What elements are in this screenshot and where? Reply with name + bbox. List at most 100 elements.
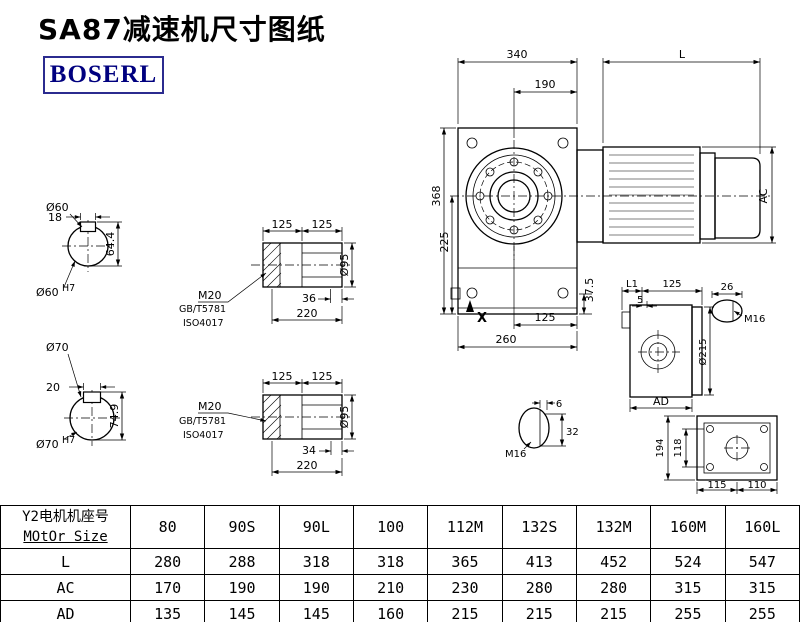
dim-label-125-bottom: 125 — [535, 311, 556, 324]
dim-label-37-5: 37.5 — [583, 278, 596, 303]
cell-AC-1: 190 — [204, 574, 280, 601]
col-header-160m: 160M — [650, 505, 726, 549]
table-row-AD: AD 135 145 145 160 215 215 215 255 255 — [0, 600, 800, 622]
col-header-132s: 132S — [501, 505, 577, 549]
cell-AD-5: 215 — [501, 600, 577, 622]
shaft-section-70: Ø70 20 74.9 Ø70 H7 — [36, 341, 126, 451]
dim-label-118: 118 — [673, 438, 684, 457]
main-front-view: 340 L 190 368 225 37.5 125 260 X AC — [430, 48, 776, 351]
dim-label-L: L — [679, 48, 686, 61]
dim-label-AC: AC — [757, 188, 770, 203]
dim-label-h1-125b: 125 — [312, 218, 333, 231]
cell-AD-7: 255 — [650, 600, 726, 622]
dim-label-h1-125a: 125 — [272, 218, 293, 231]
cell-AD-1: 145 — [204, 600, 280, 622]
bushing-detail: 6 32 M16 — [505, 399, 579, 460]
dim-label-190: 190 — [535, 78, 556, 91]
thread-label-side-m16: M16 — [744, 314, 765, 325]
cell-L-6: 452 — [575, 548, 652, 575]
dim-label-74-9: 74.9 — [108, 404, 121, 429]
cell-AC-4: 230 — [427, 574, 503, 601]
x-mark-label: X — [477, 311, 487, 326]
brand-logo: BOSERL — [43, 56, 164, 94]
dim-label-L1: L1 — [626, 279, 638, 290]
dim-label-368: 368 — [430, 186, 443, 207]
dim-label-h2-125b: 125 — [312, 370, 333, 383]
cell-AD-0: 135 — [129, 600, 206, 622]
dim-label-6: 6 — [556, 399, 562, 410]
dim-label-194: 194 — [655, 438, 666, 457]
dim-label-h1-36: 36 — [302, 292, 316, 305]
cell-AC-6: 280 — [575, 574, 652, 601]
hollow-shaft-detail-2: 125 125 M20 GB/T5781 ISO4017 34 220 Ø95 — [179, 370, 356, 476]
dim-label-d60h7: Ø60 — [36, 286, 59, 299]
thread-label-h1-m20: M20 — [198, 289, 222, 302]
dim-label-110: 110 — [747, 480, 766, 491]
cell-AC-2: 190 — [278, 574, 354, 601]
std-label-h1-iso: ISO4017 — [183, 318, 224, 329]
cell-L-1: 288 — [204, 548, 280, 575]
header-title-en: MOtOr Size — [23, 529, 108, 545]
col-header-112m: 112M — [427, 505, 503, 549]
rear-view: 194 118 115 110 — [655, 415, 778, 494]
dim-label-key18: 18 — [48, 211, 62, 224]
page-title: SA87减速机尺寸图纸 — [38, 13, 326, 46]
dim-label-AD: AD — [653, 395, 669, 408]
dim-label-5: 5 — [637, 295, 643, 306]
dim-label-d60: Ø60 — [46, 201, 69, 214]
dim-label-h1-220: 220 — [297, 307, 318, 320]
cell-AC-8: 315 — [724, 574, 800, 601]
cell-AD-8: 255 — [724, 600, 800, 622]
std-label-h2-iso: ISO4017 — [183, 430, 224, 441]
col-header-132m: 132M — [575, 505, 652, 549]
std-label-h2-gb: GB/T5781 — [179, 416, 226, 427]
dim-label-key20: 20 — [46, 381, 60, 394]
table-header-row: Y2电机机座号 MOtOr Size 80 90S 90L 100 112M 1… — [0, 505, 800, 549]
col-header-90l: 90L — [278, 505, 354, 549]
thread-label-h2-m20: M20 — [198, 400, 222, 413]
dim-label-h2-220: 220 — [297, 459, 318, 472]
cell-L-5: 413 — [501, 548, 577, 575]
cell-AC-7: 315 — [650, 574, 726, 601]
dim-label-115: 115 — [707, 480, 726, 491]
side-view: L1 125 5 26 M16 Ø215 AD — [621, 279, 765, 412]
cell-L-3: 318 — [352, 548, 429, 575]
cell-L-2: 318 — [278, 548, 354, 575]
technical-drawing: Ø60 18 64.4 Ø60 H7 Ø70 20 74.9 Ø70 H7 — [36, 48, 778, 494]
cell-L-0: 280 — [129, 548, 206, 575]
cell-L-8: 547 — [724, 548, 800, 575]
dim-label-side-125: 125 — [662, 279, 681, 290]
col-header-100: 100 — [352, 505, 429, 549]
col-header-90s: 90S — [204, 505, 280, 549]
cell-L-7: 524 — [650, 548, 726, 575]
dim-label-h2-d95: Ø95 — [338, 406, 351, 429]
dim-label-d215: Ø215 — [697, 339, 709, 366]
dim-label-260: 260 — [496, 333, 517, 346]
brand-text: BOSERL — [49, 61, 158, 88]
dim-label-225: 225 — [438, 232, 451, 253]
dim-label-32: 32 — [566, 427, 579, 438]
header-title-cn: Y2电机机座号 — [22, 509, 109, 525]
row-label-AD: AD — [0, 600, 131, 622]
dim-label-26: 26 — [721, 282, 734, 293]
dim-label-h2-125a: 125 — [272, 370, 293, 383]
col-header-160l: 160L — [724, 505, 800, 549]
cell-L-4: 365 — [427, 548, 503, 575]
dim-label-d70h7-tol: H7 — [62, 435, 75, 446]
dim-label-d60h7-tol: H7 — [62, 283, 75, 294]
hollow-shaft-detail-1: 125 125 M20 GB/T5781 ISO4017 36 220 Ø95 — [179, 218, 356, 329]
thread-label-bush-m16: M16 — [505, 449, 526, 460]
cell-AD-2: 145 — [278, 600, 354, 622]
row-label-AC: AC — [0, 574, 131, 601]
dim-label-d70h7: Ø70 — [36, 438, 59, 451]
dim-label-h1-d95: Ø95 — [338, 254, 351, 277]
col-header-80: 80 — [129, 505, 206, 549]
shaft-section-60: Ø60 18 64.4 Ø60 H7 — [36, 201, 122, 299]
dim-label-64-4: 64.4 — [104, 232, 117, 257]
cell-AD-6: 215 — [575, 600, 652, 622]
cell-AD-4: 215 — [427, 600, 503, 622]
cell-AC-0: 170 — [129, 574, 206, 601]
table-header-motor-size: Y2电机机座号 MOtOr Size — [0, 505, 131, 549]
std-label-h1-gb: GB/T5781 — [179, 304, 226, 315]
